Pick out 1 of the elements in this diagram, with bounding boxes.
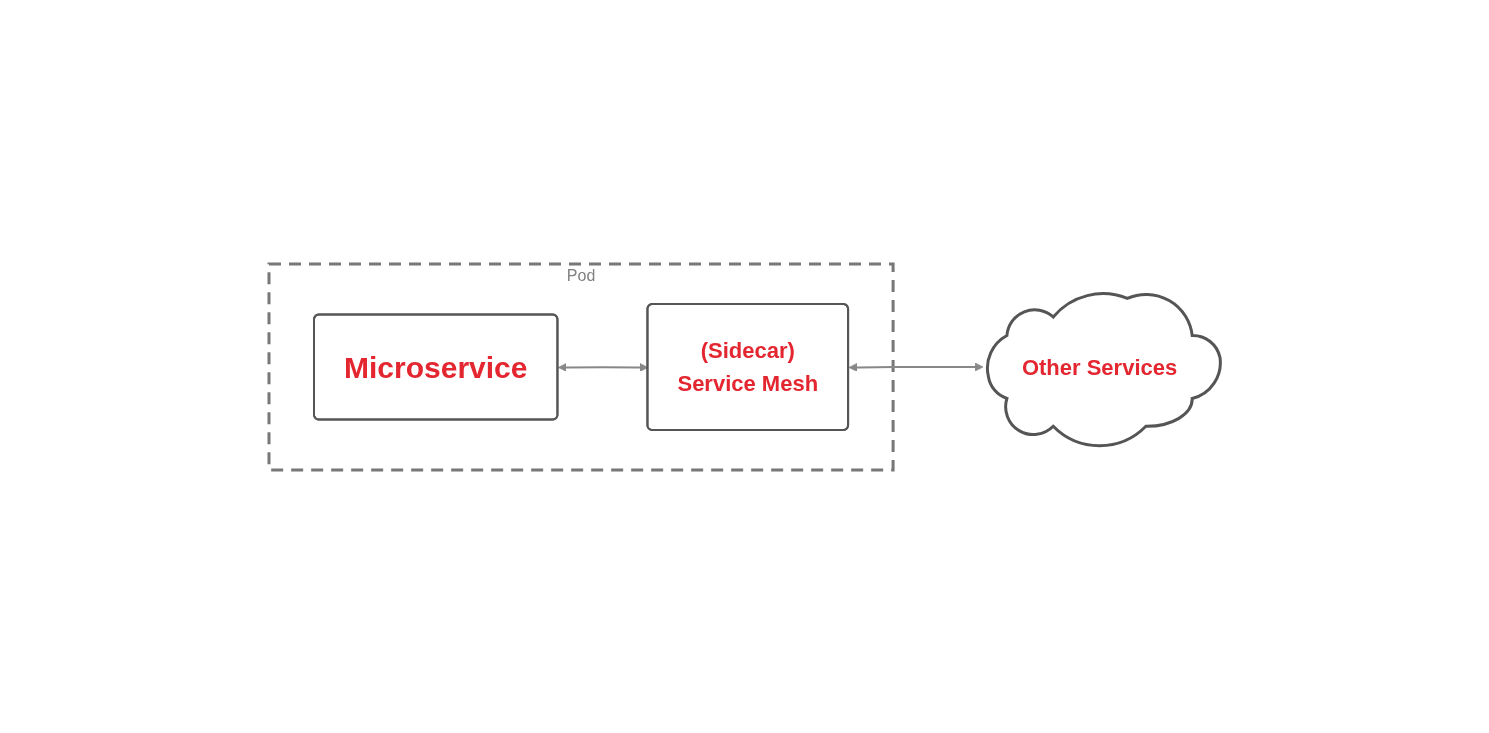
arrow [848,362,984,372]
